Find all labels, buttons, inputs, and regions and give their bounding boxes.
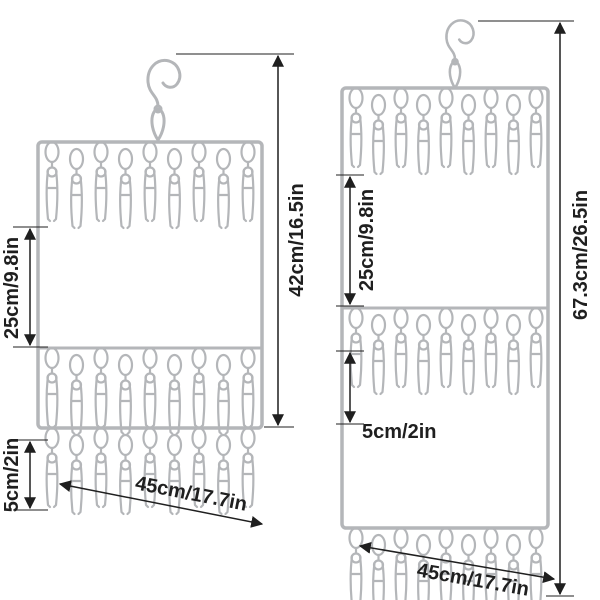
clip-unit <box>528 526 544 600</box>
clip-unit <box>393 86 409 169</box>
clip-unit <box>348 526 364 600</box>
clip-unit <box>240 346 256 429</box>
clip-unit <box>528 86 544 169</box>
clip-unit <box>483 306 499 389</box>
right-height-label: 67.3cm/26.5in <box>570 190 592 320</box>
left-swivel-hook <box>146 58 182 142</box>
clip-unit <box>215 147 232 230</box>
right-hanger <box>340 19 550 600</box>
clip-unit <box>528 306 544 389</box>
right-clip-row-middle <box>348 306 544 396</box>
clip-unit <box>415 93 432 176</box>
clip-unit <box>240 140 256 223</box>
clip-unit <box>68 433 85 516</box>
clip-unit <box>483 86 499 169</box>
left-clip-row-middle <box>44 346 256 436</box>
clip-unit <box>68 147 85 230</box>
right-clip-row-top <box>348 86 544 176</box>
clip-unit <box>393 306 409 389</box>
clip-unit <box>370 533 387 600</box>
clip-unit <box>393 526 409 600</box>
clip-unit <box>166 353 183 436</box>
clip-unit <box>348 306 364 389</box>
clip-unit <box>438 306 454 389</box>
left-rowgap-label: 25cm/9.8in <box>1 237 23 339</box>
right-cliplength-label: 5cm/2in <box>362 421 436 443</box>
clip-unit <box>415 313 432 396</box>
clip-unit <box>460 93 477 176</box>
right-width-dimension-line <box>358 541 556 584</box>
clip-unit <box>505 93 522 176</box>
dimension-annotations: 25cm/9.8in 5cm/2in 42cm/16.5in 45cm/17.7… <box>1 20 592 600</box>
clip-unit <box>44 140 60 223</box>
clip-unit <box>68 353 85 436</box>
right-swivel-hook <box>445 19 475 90</box>
right-rowgap-label: 25cm/9.8in <box>356 189 378 291</box>
clip-unit <box>117 433 134 516</box>
left-width-dimension-line <box>58 480 264 528</box>
clip-unit <box>215 353 232 436</box>
clip-unit <box>117 353 134 436</box>
clip-unit <box>117 147 134 230</box>
clip-unit <box>93 346 109 429</box>
left-hanger <box>36 58 264 516</box>
clip-unit <box>44 346 60 429</box>
clip-unit <box>93 426 109 509</box>
clip-unit <box>370 313 387 396</box>
clip-unit <box>348 86 364 169</box>
clip-unit <box>438 86 454 169</box>
left-height-label: 42cm/16.5in <box>286 183 308 296</box>
clip-unit <box>142 140 158 223</box>
clip-unit <box>191 346 207 429</box>
clip-unit <box>142 346 158 429</box>
clip-unit <box>166 147 183 230</box>
clip-unit <box>370 93 387 176</box>
left-cliplength-label: 5cm/2in <box>1 438 23 512</box>
clip-unit <box>460 313 477 396</box>
clip-unit <box>93 140 109 223</box>
left-clip-row-top <box>44 140 256 230</box>
clip-unit <box>191 140 207 223</box>
clip-unit <box>505 313 522 396</box>
